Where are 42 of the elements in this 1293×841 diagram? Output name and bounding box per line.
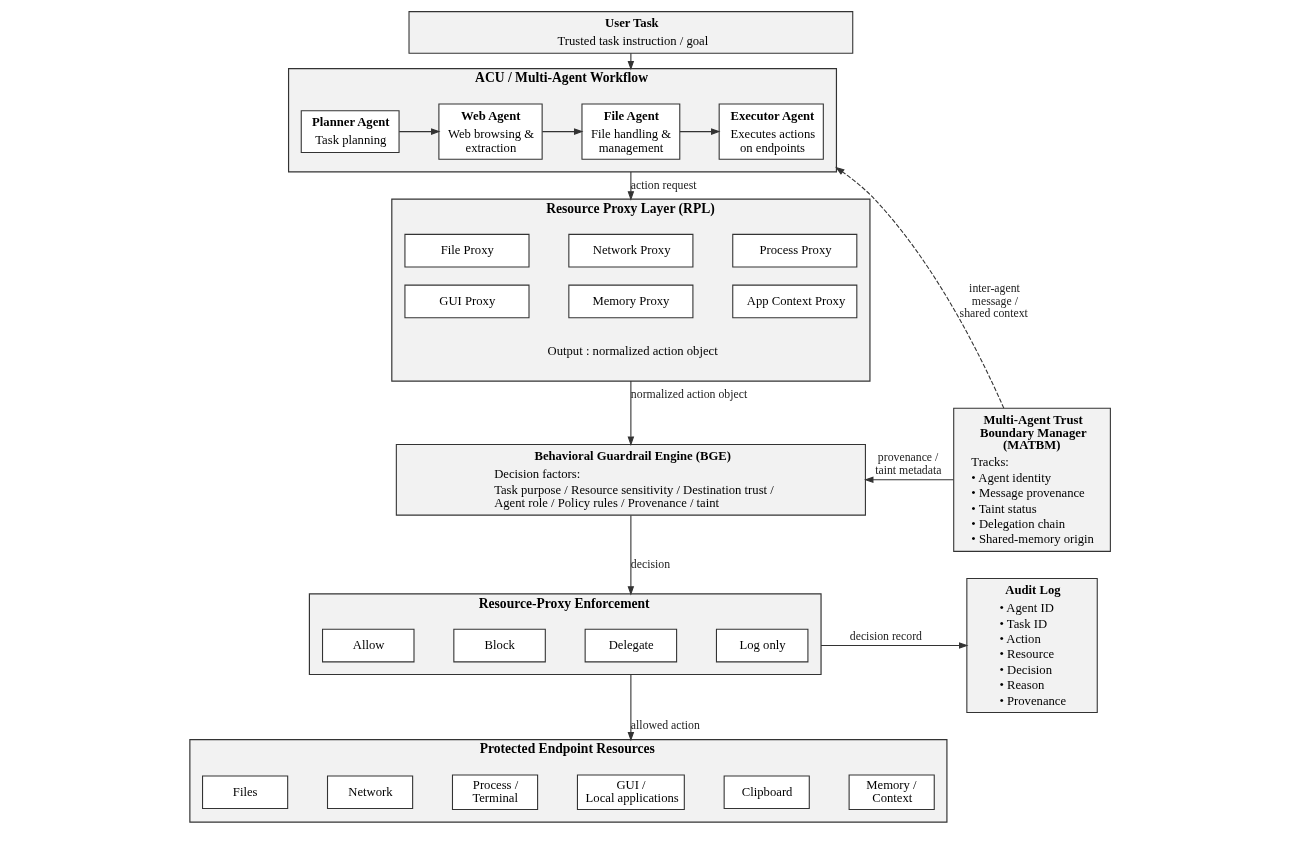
arrow (679, 128, 721, 135)
arrow (541, 128, 584, 135)
arrow (835, 166, 1005, 409)
node-box: File Agent File handling & management (581, 103, 681, 160)
node-box: Log only (715, 628, 809, 663)
edge-label: inter-agent message / shared context (959, 281, 1028, 321)
node-box: Process / Terminal (451, 774, 539, 810)
arrow (627, 380, 635, 446)
node-box: Network (326, 775, 414, 810)
node-box: Block (453, 628, 546, 663)
node-box: Process Proxy (732, 233, 858, 268)
node-box: Audit Log • Agent ID • Task ID • Action • Resource • Decision • Reason • Provenance (966, 577, 1098, 714)
edge-label: provenance / taint metadata (875, 451, 942, 477)
node-box: Memory / Context (848, 774, 935, 810)
node-box: Files (202, 775, 289, 810)
node-box: Clipboard (723, 775, 810, 810)
arrow (398, 128, 441, 135)
node-box: Memory Proxy (568, 284, 694, 319)
arrow (820, 642, 969, 649)
edge-label: action request (630, 178, 697, 192)
node-box: User Task Trusted task instruction / goal (408, 11, 854, 54)
arrow (864, 476, 955, 484)
node-box: File Proxy (404, 233, 530, 268)
node-box: App Context Proxy (732, 284, 858, 319)
edge-label: decision record (849, 629, 922, 643)
arrow (627, 52, 635, 71)
node-box: Multi-Agent Trust Boundary Manager (MATBM) Tracks: • Agent identity • Message provenance • Taint status • Delegation chain • Shared-memory origin (953, 407, 1111, 552)
node-box: Web Agent Web browsing & extraction (438, 103, 543, 160)
node-box: Planner Agent Task planning (300, 110, 400, 153)
node-box: Allow (322, 628, 415, 663)
edge-label: normalized action object (630, 387, 748, 401)
node-box: Network Proxy (568, 233, 694, 268)
node-box: Executor Agent Executes actions on endpoints (718, 103, 824, 160)
edge-label: allowed action (630, 719, 700, 733)
node-box: GUI / Local applications (576, 774, 685, 810)
node-box: Behavioral Guardrail Engine (BGE) Decision factors: Task purpose / Resource sensitivity / Destination trust / Agent role / Policy rules / Provenance / taint (395, 443, 866, 516)
arrow (627, 171, 635, 201)
edge-label: decision (630, 558, 671, 572)
node-box: Delegate (584, 628, 678, 663)
arrow (627, 514, 635, 596)
arrow (627, 673, 635, 742)
node-box: GUI Proxy (404, 284, 530, 319)
